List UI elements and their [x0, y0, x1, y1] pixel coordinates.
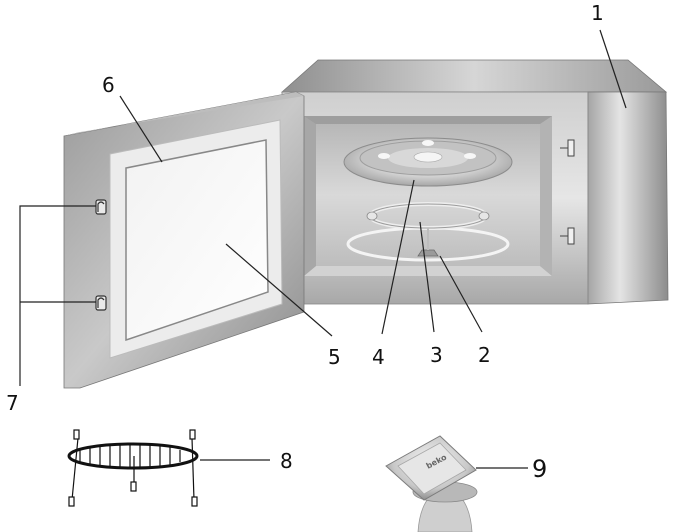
callout-9: 9: [532, 455, 547, 483]
callout-1: 1: [591, 1, 604, 25]
callout-8: 8: [280, 449, 293, 473]
glass-tray: [343, 137, 513, 187]
roller-wheel: [478, 211, 490, 221]
turntable-assembly: [346, 202, 510, 262]
latch-slot-top: [567, 139, 575, 157]
grill-rack: [67, 429, 199, 507]
cavity-right-wall: [540, 116, 552, 276]
leader-lines: [19, 29, 627, 469]
cavity-floor: [304, 266, 552, 276]
door-hook-bottom: [95, 295, 107, 311]
body-top: [280, 59, 668, 93]
callout-5: 5: [328, 345, 341, 369]
callout-2: 2: [478, 343, 491, 367]
callout-6: 6: [102, 73, 115, 97]
callout-4: 4: [372, 345, 385, 369]
control-panel: [587, 91, 669, 305]
callout-3: 3: [430, 343, 443, 367]
door-hook-top: [95, 199, 107, 215]
door-window-glass: [125, 139, 269, 342]
roller-wheel: [366, 211, 378, 221]
microwave-door: [63, 91, 305, 389]
callout-7: 7: [6, 391, 19, 415]
rack-legs: [68, 429, 198, 507]
latch-slot-bottom: [567, 227, 575, 245]
callout-labels: 1 2 3 4 5 6 7 8 9: [6, 1, 604, 483]
cavity-left-wall: [304, 116, 316, 276]
coupler: [417, 249, 439, 257]
turntable-support-accessory: beko: [385, 435, 478, 532]
